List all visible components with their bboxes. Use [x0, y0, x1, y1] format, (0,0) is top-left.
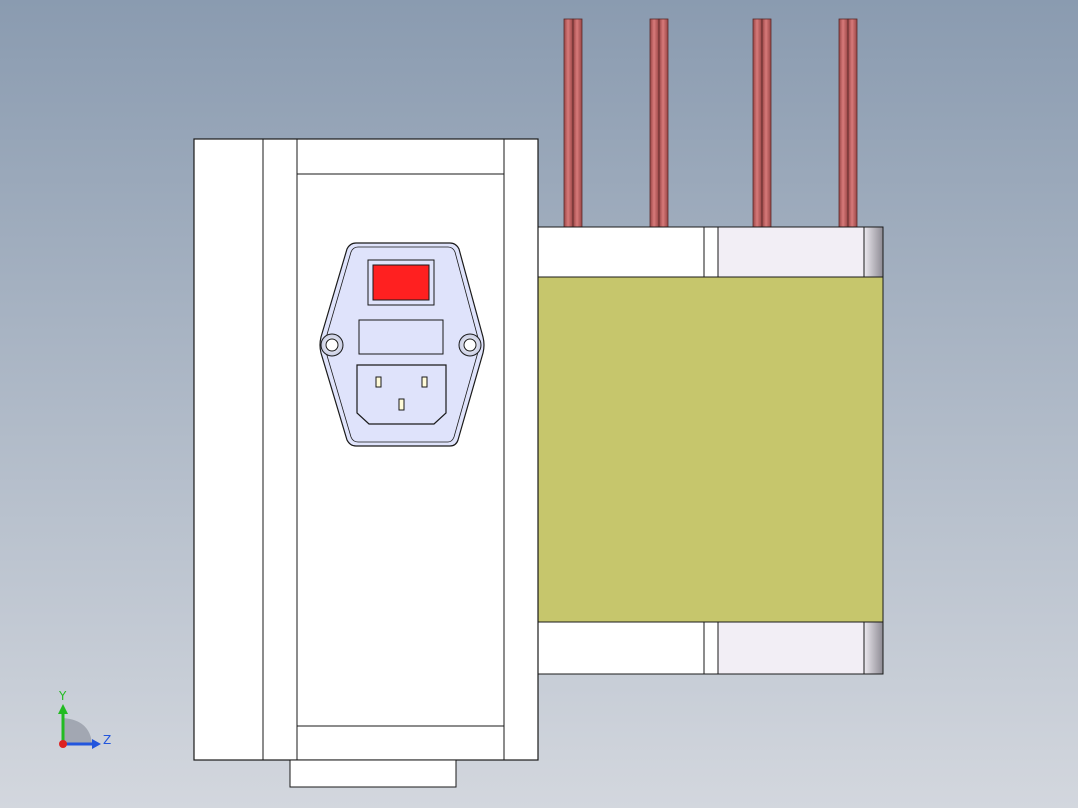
- iec-inlet: [356, 364, 447, 425]
- lead-wire-4-conductor-2: [847, 18, 858, 228]
- bobbin-bottom-endcap: [863, 621, 884, 675]
- enclosure[interactable]: [193, 138, 539, 788]
- lead-wire-3-conductor-2: [761, 18, 772, 228]
- orientation-triad[interactable]: Y Z: [58, 689, 111, 749]
- bobbin-bottom-divider: [703, 621, 719, 675]
- triad-y-arrowhead: [58, 704, 68, 714]
- bobbin-top-endcap: [863, 226, 884, 278]
- inlet-pin-left: [375, 376, 382, 388]
- bobbin-bottom-white: [537, 621, 705, 675]
- lead-wire-1-conductor-1: [563, 18, 574, 228]
- triad-z-arrowhead: [92, 739, 101, 749]
- transformer[interactable]: [537, 226, 884, 675]
- lead-wire-2-conductor-1: [649, 18, 660, 228]
- lead-wire-4-conductor-1: [838, 18, 849, 228]
- lead-wire-3[interactable]: [752, 18, 772, 228]
- mounting-screw-right[interactable]: [458, 333, 482, 357]
- lead-wire-1-conductor-2: [572, 18, 583, 228]
- lead-wire-3-conductor-1: [752, 18, 763, 228]
- bobbin-top-divider: [703, 226, 719, 278]
- enclosure-outline: [193, 138, 539, 761]
- triad-x-axis-point: [59, 740, 67, 748]
- transformer-core: [537, 276, 884, 623]
- lead-wire-4[interactable]: [838, 18, 858, 228]
- bobbin-bottom-tinted: [717, 621, 865, 675]
- inlet-pin-earth: [398, 398, 405, 411]
- bobbin-top-white: [537, 226, 705, 278]
- screw-left-inner: [325, 338, 339, 352]
- triad-y-label: Y: [58, 689, 67, 703]
- mounting-screw-left[interactable]: [320, 333, 344, 357]
- screw-right-inner: [463, 338, 477, 352]
- lead-wire-2[interactable]: [649, 18, 669, 228]
- lead-wire-1[interactable]: [563, 18, 583, 228]
- fuse-drawer[interactable]: [358, 319, 444, 355]
- triad-plane-indicator: [63, 718, 92, 744]
- lead-wire-2-conductor-2: [658, 18, 669, 228]
- enclosure-foot: [289, 759, 457, 788]
- rocker-switch[interactable]: [372, 264, 430, 301]
- bobbin-top-tinted: [717, 226, 865, 278]
- triad-z-label: Z: [103, 733, 111, 747]
- inlet-pin-right: [421, 376, 428, 388]
- power-entry-module[interactable]: [319, 242, 485, 447]
